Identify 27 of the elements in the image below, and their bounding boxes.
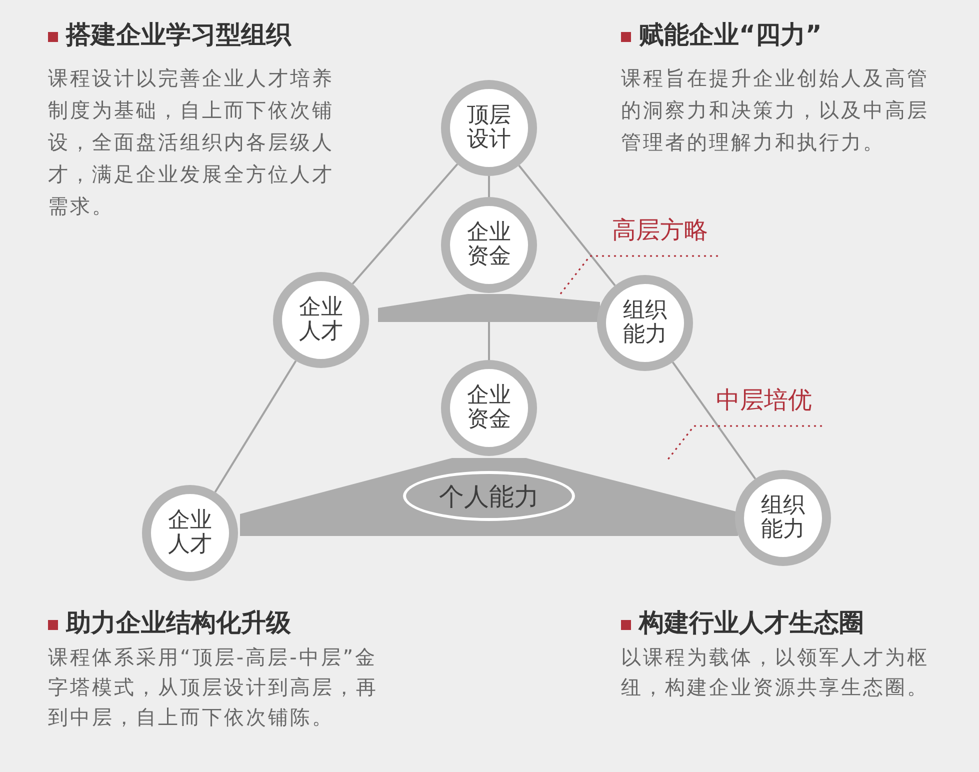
section-text: 课程设计以完善企业人才培养制度为基础，自上而下依次铺设，全面盘活组织内各层级人才，满足企业发展全方位人才需求。	[48, 65, 335, 220]
circle-node: 组织能力	[597, 275, 693, 371]
circle-node: 企业人才	[142, 485, 238, 581]
connector-line	[352, 163, 458, 285]
circle-node: 组织能力	[735, 470, 831, 566]
section-heading: 搭建企业学习型组织	[66, 19, 291, 51]
section-text: 课程体系采用“顶层-高层-中层”金字塔模式，从顶层设计到高层，再到中层，自上而下依次铺陈。	[48, 644, 379, 731]
level-label: 高层方略	[612, 214, 708, 246]
level-label: 中层培优	[716, 384, 812, 416]
connector-line	[672, 362, 756, 480]
triangle-band	[378, 294, 600, 322]
circle-node: 顶层设计	[441, 80, 537, 176]
section-text: 以课程为载体，以领军人才为枢纽，构建企业资源共享生态圈。	[621, 644, 930, 701]
leader-line	[558, 255, 718, 296]
circle-node: 企业资金	[441, 360, 537, 456]
section-heading: 构建行业人才生态圈	[639, 607, 864, 639]
section-heading: 赋能企业“四力”	[639, 19, 822, 51]
connector-line	[518, 164, 616, 286]
connector-line	[214, 360, 297, 493]
connector-line	[488, 322, 490, 360]
circle-node: 企业资金	[441, 197, 537, 293]
circle-node: 企业人才	[273, 272, 369, 368]
section-heading: 助力企业结构化升级	[66, 607, 291, 639]
connector-line	[488, 176, 490, 197]
triangle-band	[240, 458, 738, 536]
section-text: 课程旨在提升企业创始人及高管的洞察力和决策力，以及中高层管理者的理解力和执行力。	[621, 65, 930, 156]
leader-line	[665, 425, 822, 462]
